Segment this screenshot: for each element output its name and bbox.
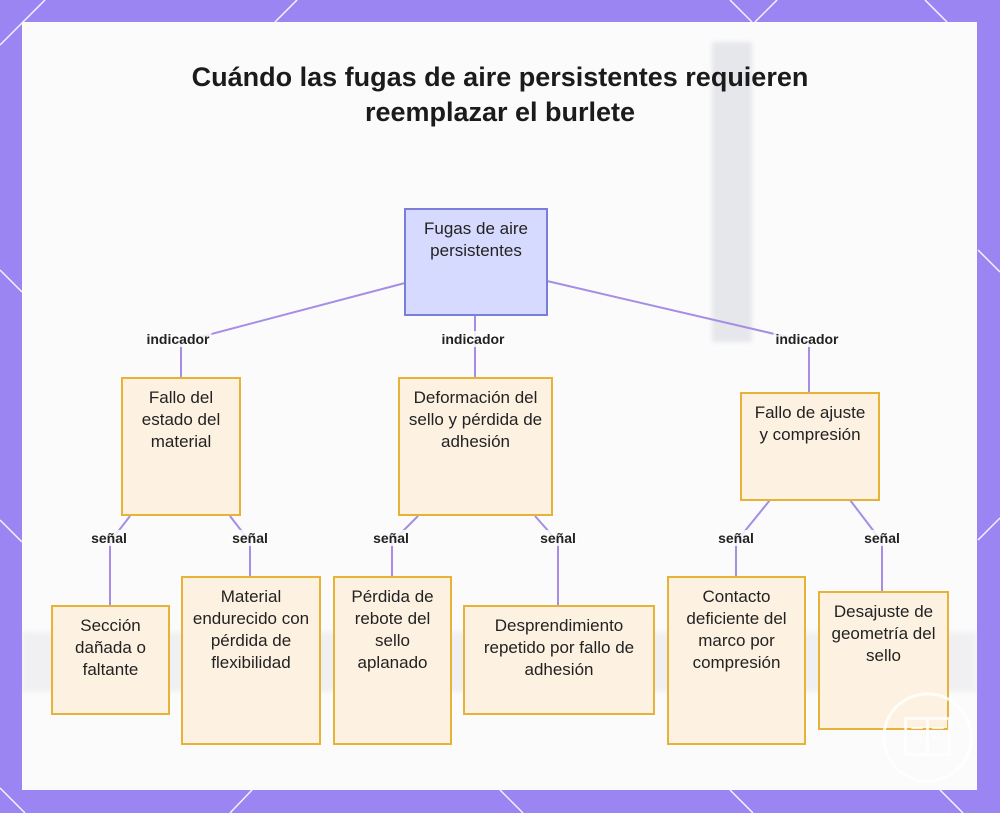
node-material-endurecido: Material endurecido con pérdida de flexi… — [181, 576, 321, 745]
edge-label-senal: señal — [371, 530, 411, 546]
node-fugas-de-aire: Fugas de aire persistentes — [404, 208, 548, 316]
node-contacto-deficiente: Contacto deficiente del marco por compre… — [667, 576, 806, 745]
node-desajuste-geometria: Desajuste de geometría del sello — [818, 591, 949, 730]
node-fallo-del-material: Fallo del estado del material — [121, 377, 241, 516]
edge-ajuste-desajuste — [849, 499, 883, 592]
edge-label-senal: señal — [89, 530, 129, 546]
edge-label-senal: señal — [538, 530, 578, 546]
diagram-title: Cuándo las fugas de aire persistentes re… — [191, 62, 809, 128]
edge-root-fallo-material — [180, 282, 406, 378]
background-blur-shape — [712, 42, 752, 342]
edge-label-indicador: indicador — [439, 331, 507, 347]
edge-label-indicador: indicador — [773, 331, 841, 347]
node-deformacion-del-sello: Deformación del sello y pérdida de adhes… — [398, 377, 553, 516]
book-logo-icon — [882, 692, 973, 783]
node-fallo-de-ajuste: Fallo de ajuste y compresión — [740, 392, 880, 501]
edge-label-senal: señal — [230, 530, 270, 546]
node-desprendimiento: Desprendimiento repetido por fallo de ad… — [463, 605, 655, 715]
edge-root-ajuste — [546, 280, 810, 393]
edge-label-indicador: indicador — [144, 331, 212, 347]
edge-fallo-endurecido — [229, 515, 251, 577]
edge-deformacion-rebote — [391, 515, 419, 577]
node-perdida-de-rebote: Pérdida de rebote del sello aplanado — [333, 576, 452, 745]
node-seccion-danada: Sección dañada o faltante — [51, 605, 170, 715]
edge-label-senal: señal — [862, 530, 902, 546]
edge-label-senal: señal — [716, 530, 756, 546]
